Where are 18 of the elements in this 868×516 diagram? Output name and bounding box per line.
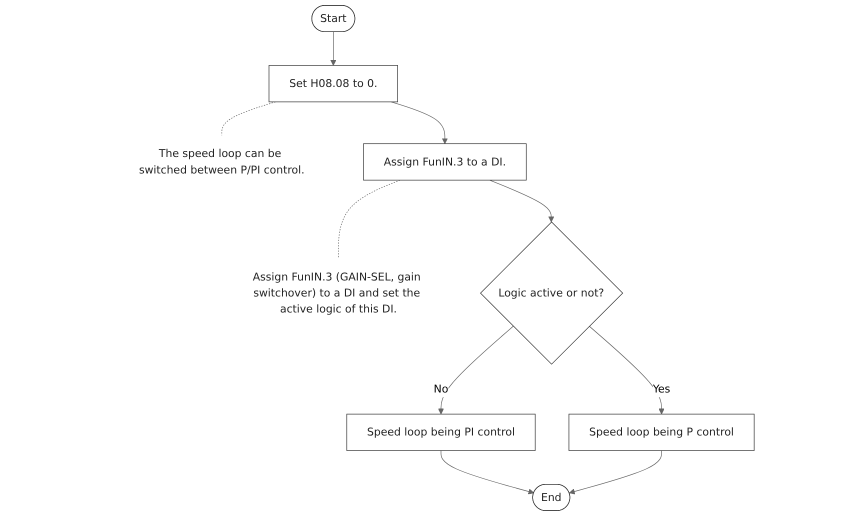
node-box: Assign FunIN.3 to a DI. [363,143,527,180]
edge-label: No [434,382,448,396]
arrow [569,450,662,494]
arrow [588,326,665,414]
node-box: Speed loop being PI control [346,414,536,451]
connector [338,180,400,260]
arrow [438,326,514,414]
arrow [390,102,448,144]
arrow [440,450,534,494]
node-box: Speed loop being P control [568,414,754,451]
node-box: Set H08.08 to 0. [268,65,398,102]
edge-label: Yes [652,382,670,396]
arrow [489,180,554,222]
node-diamond: Logic active or not? [480,222,624,365]
arrow [330,32,336,66]
connector [221,102,276,136]
node-text: The speed loop can be switched between P/PI control. [138,147,305,176]
node-text: Assign FunIN.3 (GAIN-SEL, gain switchover) to a DI and set the active logic of this DI. [252,270,421,316]
